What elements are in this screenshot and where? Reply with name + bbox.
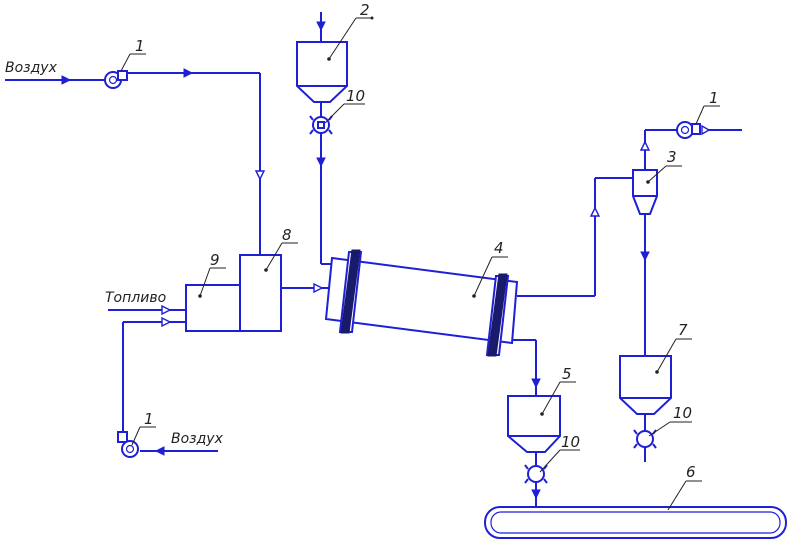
cyclone [632, 169, 658, 215]
callout-feeder-10: 10 [346, 87, 365, 105]
mixing-chamber [239, 254, 282, 332]
fan-icon [104, 70, 128, 89]
leader-line [328, 17, 357, 60]
callout-fan-1: 1 [135, 37, 145, 55]
callout-hopper-2: 2 [360, 1, 370, 19]
feed-inlet-line [316, 12, 326, 42]
label-fuel: Топливо [105, 290, 166, 306]
leader-line [120, 53, 131, 72]
callout-chamber-8: 8 [282, 226, 292, 244]
cyclone-exhaust-line [639, 129, 742, 170]
callout-cyclone-3: 3 [667, 148, 677, 166]
dust-line [640, 214, 650, 356]
leader-line [667, 480, 687, 511]
callout-hopper-5: 5 [562, 365, 572, 383]
callout-fan-1-bottom: 1 [144, 410, 154, 428]
rotary-feeder-icon [633, 414, 657, 462]
leader-line [131, 426, 141, 446]
label-air-top: Воздух [5, 60, 58, 76]
product-line [512, 339, 541, 396]
exhaust-line [517, 177, 633, 297]
leader-line [695, 105, 705, 125]
fuel-line [108, 304, 186, 316]
feed-hopper [296, 41, 348, 103]
callout-drum-4: 4 [494, 239, 504, 257]
leader-line [648, 421, 671, 437]
callout-hopper-7: 7 [678, 321, 688, 339]
leader-line [199, 267, 211, 297]
dust-hopper [619, 355, 672, 415]
leader-line [265, 242, 283, 271]
leader-line [539, 449, 561, 473]
furnace [185, 284, 241, 332]
label-air-bottom: Воздух [171, 431, 224, 447]
air-line-top [5, 68, 266, 255]
product-hopper [507, 395, 561, 453]
leader-line [541, 381, 561, 415]
callout-feeder-10-dust: 10 [673, 404, 692, 422]
leader-line [647, 165, 667, 183]
rotary-feeder-icon [524, 452, 548, 506]
rotary-drum [324, 249, 519, 357]
hot-gas-line [281, 282, 330, 294]
callout-furnace-9: 9 [210, 251, 220, 269]
leader-line [473, 256, 493, 297]
rotary-feeder-icon [309, 102, 333, 135]
fan-icon [676, 121, 711, 139]
leader-line [656, 338, 677, 373]
air-line-bottom [122, 316, 218, 456]
belt-conveyor [484, 506, 787, 539]
callout-fan-1-right: 1 [709, 89, 719, 107]
callout-feeder-10-product: 10 [561, 433, 580, 451]
leader-line [324, 103, 345, 124]
callout-conveyor-6: 6 [686, 463, 696, 481]
feed-line-to-drum [316, 133, 333, 265]
fan-icon [117, 431, 139, 458]
